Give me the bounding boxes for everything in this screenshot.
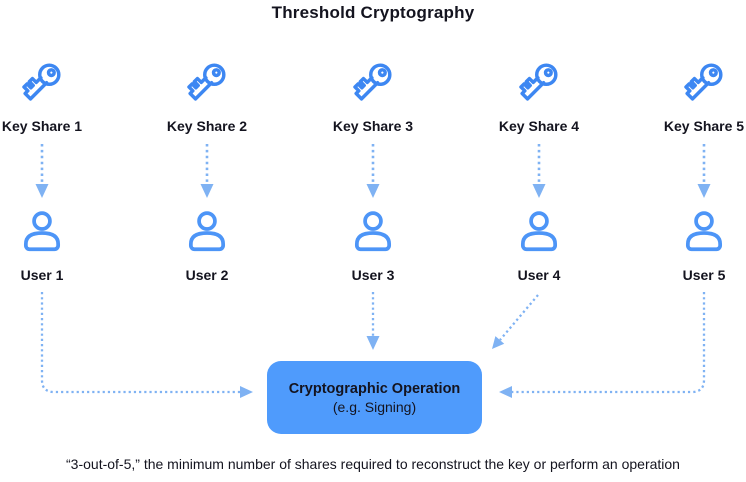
arrow-user3-to-operation (366, 292, 380, 350)
arrow-user5-to-operation (499, 292, 706, 398)
arrow-user1-to-operation (40, 292, 253, 398)
person-icon (679, 207, 729, 257)
user-label: User 1 (20, 267, 64, 283)
arrow-keyshare4-to-user4 (532, 144, 546, 198)
arrow-keyshare3-to-user3 (366, 144, 380, 198)
user-label: User 4 (517, 267, 561, 283)
person-icon (348, 207, 398, 257)
user-label: User 5 (682, 267, 726, 283)
diagram-caption: “3-out-of-5,” the minimum number of shar… (66, 456, 680, 472)
key-share-label: Key Share 3 (332, 118, 414, 134)
arrow-keyshare5-to-user5 (697, 144, 711, 198)
user-label: User 3 (351, 267, 395, 283)
person-icon (17, 207, 67, 257)
key-icon (181, 56, 233, 108)
page-title: Threshold Cryptography (271, 3, 475, 22)
key-icon (347, 56, 399, 108)
person-icon (182, 207, 232, 257)
operation-box-subtitle: (e.g. Signing) (332, 398, 417, 415)
person-icon (514, 207, 564, 257)
key-icon (513, 56, 565, 108)
key-icon (678, 56, 730, 108)
arrow-keyshare2-to-user2 (200, 144, 214, 198)
cryptographic-operation-box: Cryptographic Operation (e.g. Signing) (267, 361, 482, 434)
operation-box-title: Cryptographic Operation (288, 380, 461, 397)
key-icon (16, 56, 68, 108)
key-share-label: Key Share 4 (498, 118, 580, 134)
key-share-label: Key Share 2 (166, 118, 248, 134)
arrow-keyshare1-to-user1 (35, 144, 49, 198)
user-label: User 2 (185, 267, 229, 283)
key-share-label: Key Share 1 (1, 118, 83, 134)
key-share-label: Key Share 5 (663, 118, 745, 134)
arrow-user4-to-operation (492, 294, 539, 349)
